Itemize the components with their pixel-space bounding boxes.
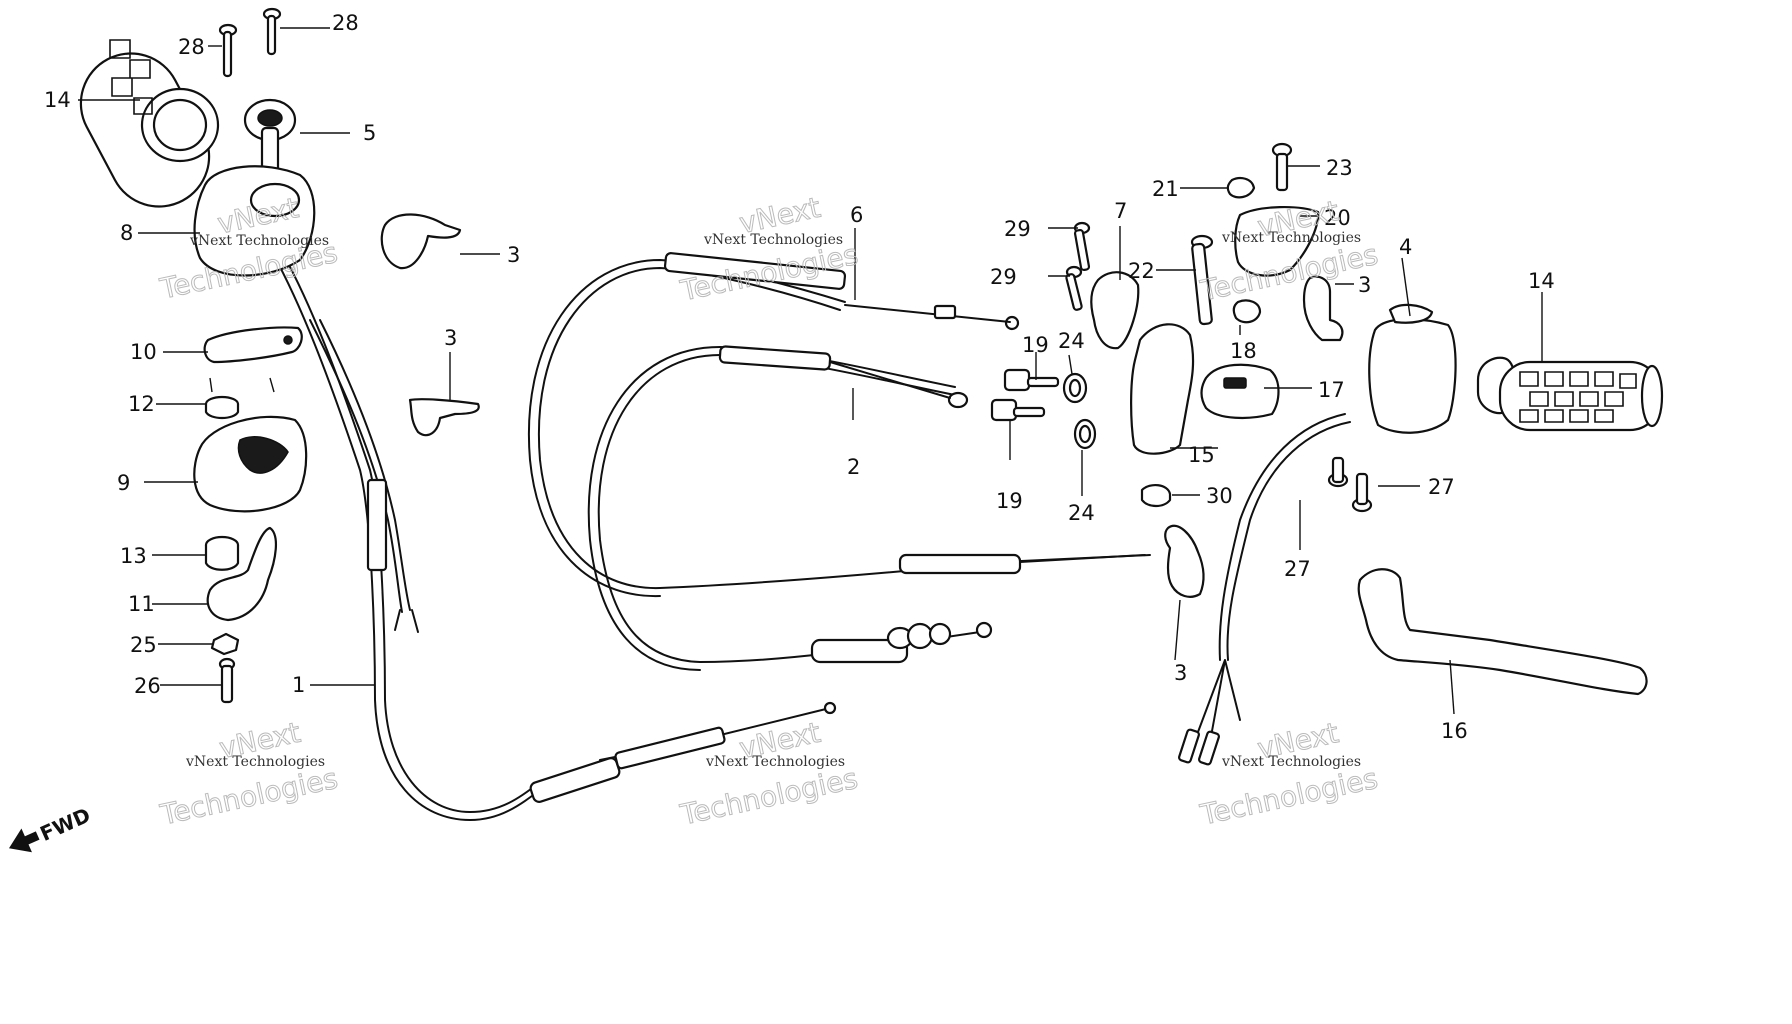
label-6: 6 bbox=[850, 203, 863, 227]
label-23: 23 bbox=[1326, 156, 1353, 180]
watermark-line2: vNext Technologies bbox=[705, 754, 845, 770]
clamp-3b bbox=[408, 398, 480, 437]
label-12: 12 bbox=[128, 392, 155, 416]
label-19-bottom: 19 bbox=[996, 489, 1023, 513]
switch-17 bbox=[1200, 363, 1280, 420]
bolt-27a bbox=[1327, 456, 1349, 488]
label-30: 30 bbox=[1206, 484, 1233, 508]
grip-left bbox=[79, 39, 220, 208]
watermark-bottom-left: vNext vNext Technologies Technologies bbox=[156, 715, 341, 832]
clip-18 bbox=[1232, 299, 1262, 324]
label-19-top: 19 bbox=[1022, 333, 1049, 357]
label-11: 11 bbox=[128, 592, 155, 616]
watermark-line2: vNext Technologies bbox=[1221, 754, 1361, 770]
cap-30 bbox=[1140, 484, 1172, 508]
label-9: 9 bbox=[117, 471, 130, 495]
watermark-line3: Technologies bbox=[1197, 762, 1381, 832]
label-16: 16 bbox=[1441, 719, 1468, 743]
nut-25 bbox=[210, 632, 240, 656]
cable-1-throttle bbox=[267, 244, 837, 822]
clamp-3a bbox=[380, 213, 462, 270]
fwd-indicator: FWD bbox=[8, 803, 94, 853]
label-27-bottom: 27 bbox=[1284, 557, 1311, 581]
label-14-left: 14 bbox=[44, 88, 71, 112]
screw-29b bbox=[1065, 265, 1083, 311]
grip-right bbox=[1476, 356, 1664, 432]
plate-20 bbox=[1234, 206, 1320, 277]
screw-28b bbox=[262, 7, 282, 56]
label-18: 18 bbox=[1230, 339, 1257, 363]
switch-housing-9 bbox=[193, 415, 308, 513]
cable-2-brake bbox=[587, 345, 993, 671]
label-25: 25 bbox=[130, 633, 157, 657]
ring-24a bbox=[1062, 372, 1088, 404]
label-14-right: 14 bbox=[1528, 269, 1555, 293]
label-28-left: 28 bbox=[178, 35, 205, 59]
watermark-line2: vNext Technologies bbox=[703, 232, 843, 248]
part-labels: 1 2 3 3 3 3 4 5 6 7 8 9 10 11 12 13 14 1… bbox=[44, 11, 1555, 743]
label-7: 7 bbox=[1114, 199, 1127, 223]
ring-24b bbox=[1073, 418, 1097, 450]
pin-19b bbox=[990, 398, 1046, 422]
label-3-mid-left: 3 bbox=[444, 326, 457, 350]
label-29-bottom: 29 bbox=[990, 265, 1017, 289]
switch-housing-8 bbox=[193, 165, 316, 277]
clip-21 bbox=[1226, 177, 1256, 199]
screw-23 bbox=[1271, 142, 1293, 192]
housing-4 bbox=[1368, 303, 1457, 434]
label-17: 17 bbox=[1318, 378, 1345, 402]
label-24-top: 24 bbox=[1058, 329, 1085, 353]
watermark-line3: Technologies bbox=[677, 238, 861, 308]
label-24-bottom: 24 bbox=[1068, 501, 1095, 525]
watermark-top-mid: vNext vNext Technologies Technologies bbox=[677, 190, 862, 308]
lever-bracket-11 bbox=[206, 526, 277, 622]
clamp-3d bbox=[1164, 524, 1205, 598]
label-8: 8 bbox=[120, 221, 133, 245]
lever-16 bbox=[1357, 568, 1648, 696]
label-13: 13 bbox=[120, 544, 147, 568]
bolt-27b bbox=[1351, 472, 1373, 513]
label-3-top: 3 bbox=[507, 243, 520, 267]
clamp-3c bbox=[1302, 275, 1344, 342]
label-4: 4 bbox=[1399, 235, 1412, 259]
fwd-arrow-icon bbox=[8, 828, 40, 853]
holder-7 bbox=[1090, 271, 1140, 350]
label-21: 21 bbox=[1152, 177, 1179, 201]
leader-lines bbox=[78, 27, 1543, 715]
pin-19a bbox=[1003, 368, 1060, 392]
fwd-label: FWD bbox=[36, 803, 94, 846]
label-2: 2 bbox=[847, 455, 860, 479]
cable-switch-wires bbox=[1178, 413, 1351, 766]
collar-12 bbox=[204, 377, 275, 420]
label-26: 26 bbox=[134, 674, 161, 698]
label-22: 22 bbox=[1128, 259, 1155, 283]
bolt-26 bbox=[218, 657, 236, 704]
screw-28a bbox=[218, 23, 238, 78]
label-10: 10 bbox=[130, 340, 157, 364]
label-28-right: 28 bbox=[332, 11, 359, 35]
label-27-right: 27 bbox=[1428, 475, 1455, 499]
watermark-line3: Technologies bbox=[677, 762, 861, 832]
bracket-10 bbox=[203, 326, 303, 364]
watermark-line2: vNext Technologies bbox=[189, 233, 329, 249]
lever-holder-15 bbox=[1130, 323, 1195, 455]
watermark-line2: vNext Technologies bbox=[185, 754, 325, 770]
label-15: 15 bbox=[1188, 443, 1215, 467]
watermark-line3: Technologies bbox=[157, 762, 341, 832]
watermark-bottom-right: vNext vNext Technologies Technologies bbox=[1196, 716, 1381, 832]
label-5: 5 bbox=[363, 121, 376, 145]
label-3-right: 3 bbox=[1358, 273, 1371, 297]
label-1: 1 bbox=[292, 673, 305, 697]
cable-6-clutch bbox=[527, 252, 1151, 598]
label-29-top: 29 bbox=[1004, 217, 1031, 241]
collar-13 bbox=[204, 535, 240, 571]
label-20: 20 bbox=[1324, 206, 1351, 230]
screw-29a bbox=[1073, 221, 1091, 272]
bolt-22 bbox=[1190, 234, 1214, 326]
watermark-line2: vNext Technologies bbox=[1221, 230, 1361, 246]
label-3-bottom: 3 bbox=[1174, 661, 1187, 685]
